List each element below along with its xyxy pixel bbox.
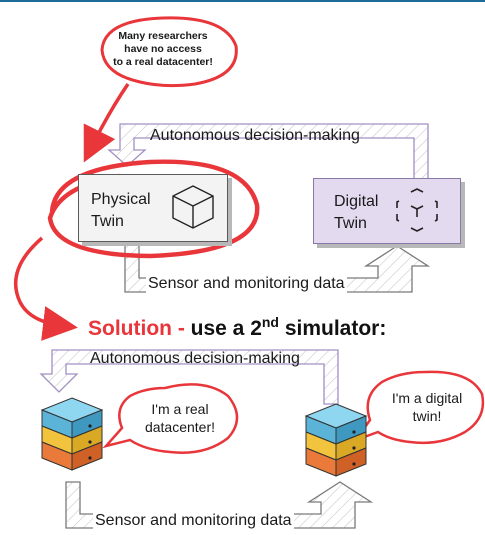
decision-arrow-bottom: [39, 349, 339, 405]
warning-line: have no access: [124, 43, 202, 55]
speech-bubble-left: [102, 383, 239, 454]
solution-prefix: Solution -: [88, 317, 185, 340]
red-arrow-icon: [83, 83, 130, 163]
bubble-left-line-1: I'm a real: [151, 401, 209, 417]
top-rule: [0, 0, 485, 2]
bubble-right-line-1: I'm a digital: [391, 390, 463, 406]
digital-twin-label-2: Twin: [334, 215, 367, 232]
server-stack-icon: [40, 397, 104, 471]
physical-twin-box: Physical Twin: [78, 174, 228, 242]
cube-icon: [172, 185, 214, 229]
solution-superscript: nd: [261, 314, 279, 330]
decision-label-top: Autonomous decision-making: [150, 127, 360, 144]
red-highlight-scribble: [47, 159, 260, 259]
digital-twin-box: Digital Twin: [313, 178, 461, 244]
red-arrow-to-solution: [14, 236, 78, 341]
decision-label-bottom: Autonomous decision-making: [90, 350, 300, 367]
solution-text: use a 2: [190, 317, 262, 340]
sensor-label-top: Sensor and monitoring data: [146, 275, 347, 293]
server-stack-icon: [304, 403, 368, 477]
warning-bubble: [100, 16, 238, 88]
physical-twin-label-1: Physical: [91, 191, 151, 208]
bubble-right-line-2: twin!: [412, 408, 442, 424]
bubble-left-line-2: datacenter!: [144, 419, 216, 435]
dashed-cube-icon: [396, 188, 438, 232]
solution-heading: Solution - use a 2nd simulator:: [88, 314, 386, 341]
warning-line: to a real datacenter!: [113, 56, 213, 68]
digital-twin-label-1: Digital: [334, 193, 379, 210]
physical-twin-label-2: Twin: [91, 213, 124, 230]
speech-bubble-right: [352, 370, 485, 445]
warning-line: Many researchers: [118, 30, 208, 42]
speech-bubble-left-text: I'm a real datacenter!: [128, 400, 232, 436]
speech-bubble-right-text: I'm a digital twin!: [374, 389, 480, 425]
warning-bubble-text: Many researchers have no access to a rea…: [107, 30, 219, 69]
solution-suffix: simulator:: [278, 317, 387, 340]
sensor-label-bottom: Sensor and monitoring data: [93, 512, 294, 530]
